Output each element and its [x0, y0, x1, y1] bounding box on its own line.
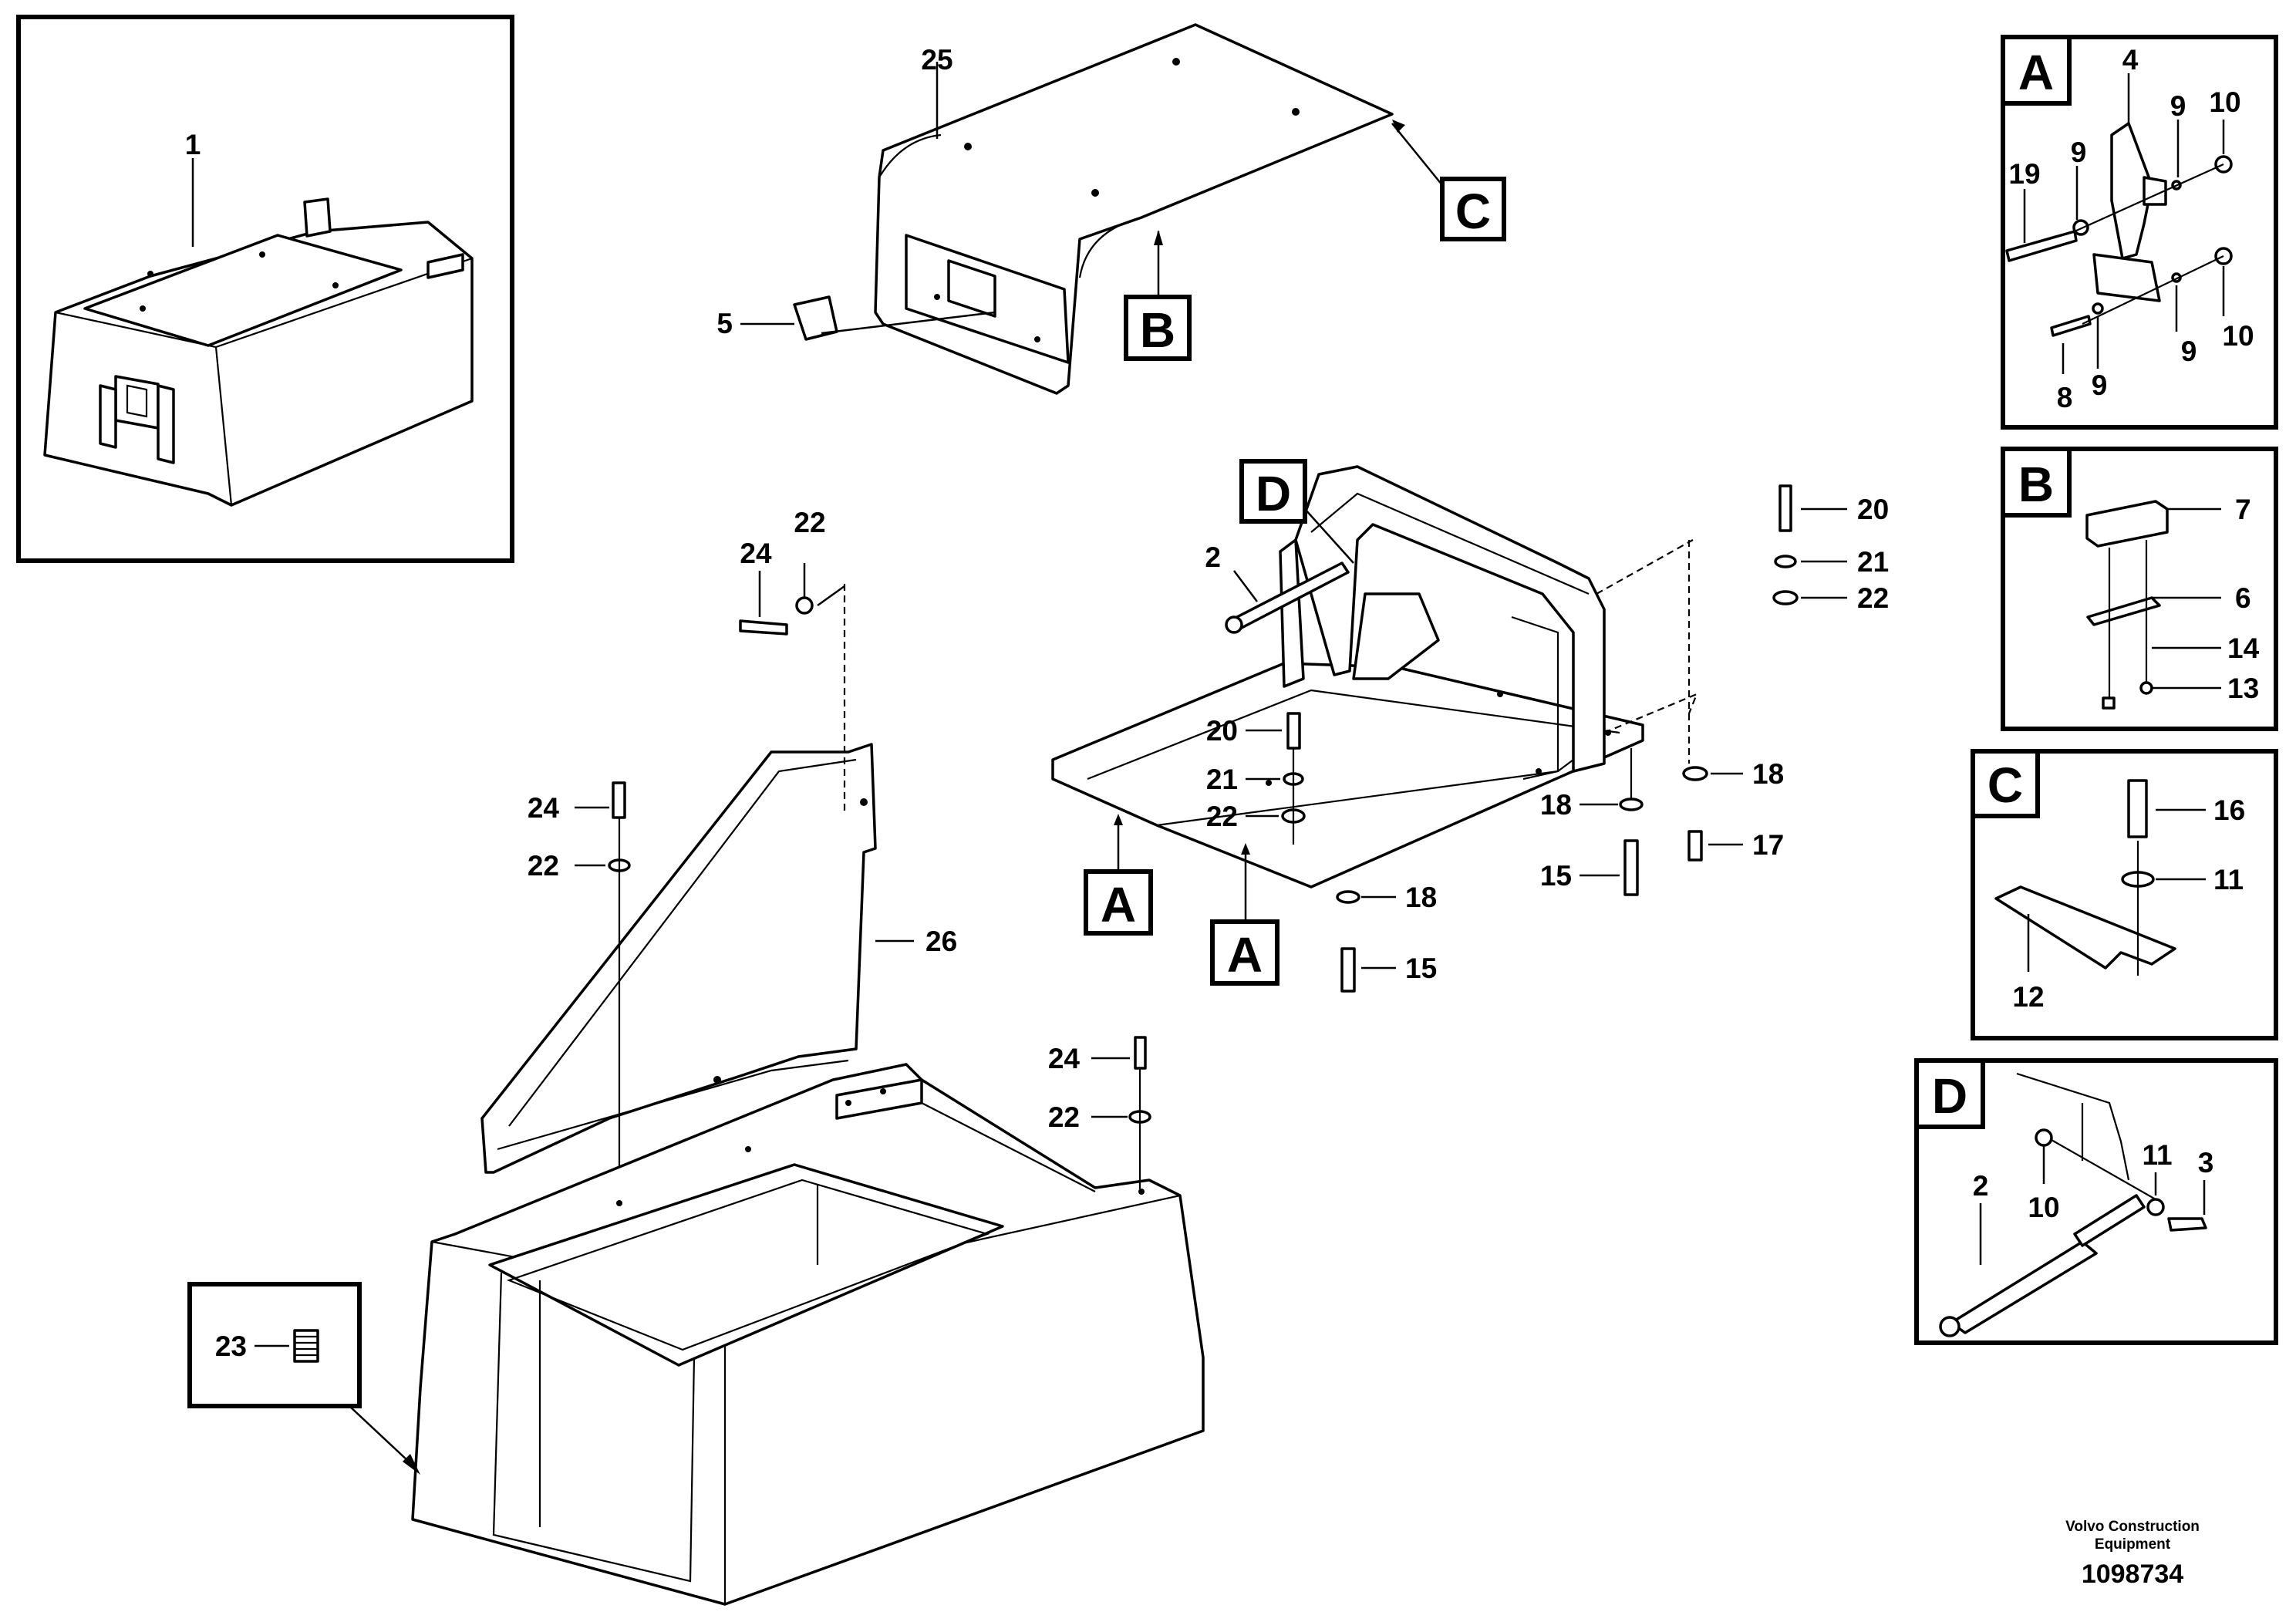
detail-b-label-13: 13 — [2227, 673, 2259, 704]
label-1: 1 — [185, 129, 201, 160]
detail-b-label-14: 14 — [2227, 632, 2260, 664]
label-20a: 20 — [1857, 494, 1889, 525]
detail-d-label-11: 11 — [2142, 1139, 2172, 1171]
label-18b: 18 — [1540, 789, 1572, 821]
top-cover-part: 25 5 C B — [716, 23, 1506, 395]
footer-drawing-number: 1098734 — [2082, 1560, 2183, 1589]
footer-company-line2: Equipment — [2095, 1536, 2171, 1553]
detail-d-title: D — [1932, 1068, 1967, 1124]
detail-b-label-6: 6 — [2235, 582, 2251, 614]
label-20b: 20 — [1206, 715, 1238, 747]
flag-c: C — [1455, 184, 1491, 239]
label-24b: 24 — [528, 792, 560, 824]
detail-a-panel: A 4 9 10 19 9 9 10 8 9 — [2001, 35, 2278, 430]
label-18a: 18 — [1405, 882, 1437, 913]
overview-panel: 1 — [16, 15, 514, 563]
label-22c: 22 — [1048, 1101, 1080, 1133]
detail-a-label-19: 19 — [2008, 158, 2040, 190]
flag-a2: A — [1227, 927, 1263, 983]
label-18c: 18 — [1752, 758, 1784, 790]
base-tank-part: 24 22 23 — [187, 1036, 1205, 1606]
detail-b-title: B — [2018, 457, 2054, 512]
detail-c-panel: C 16 11 12 — [1971, 749, 2278, 1040]
label-17: 17 — [1752, 829, 1784, 861]
label-24c: 24 — [1048, 1043, 1081, 1074]
detail-c-label-16: 16 — [2213, 794, 2245, 826]
label-24a: 24 — [740, 538, 772, 569]
label-2: 2 — [1205, 541, 1221, 573]
flag-d: D — [1256, 466, 1291, 521]
detail-c-title: C — [1988, 757, 2023, 813]
label-5: 5 — [716, 308, 733, 339]
side-panel-part: 26 24 22 24 22 — [480, 507, 957, 1203]
detail-d-label-2: 2 — [1973, 1170, 1989, 1202]
label-15b: 15 — [1540, 860, 1572, 892]
label-21a: 21 — [1857, 546, 1889, 578]
detail-a-title: A — [2018, 45, 2054, 100]
detail-c-label-12: 12 — [2012, 981, 2044, 1013]
detail-a-label-9c: 9 — [2181, 336, 2197, 367]
detail-a-label-8: 8 — [2057, 382, 2073, 413]
label-22e: 22 — [1206, 801, 1238, 832]
label-21b: 21 — [1206, 764, 1238, 795]
detail-a-label-10a: 10 — [2209, 86, 2240, 118]
label-26: 26 — [925, 926, 957, 957]
detail-a-label-9a: 9 — [2170, 90, 2186, 122]
detail-d-panel: D 2 10 11 3 — [1914, 1058, 2278, 1345]
support-frame-part: 2 D 20 21 22 20 21 22 18 17 — [1051, 459, 1889, 993]
label-22d: 22 — [1857, 582, 1889, 614]
detail-a-label-4: 4 — [2122, 44, 2139, 76]
detail-d-label-10: 10 — [2028, 1192, 2059, 1223]
footer-block: Volvo Construction Equipment 1098734 — [2065, 1519, 2200, 1589]
label-22b: 22 — [528, 850, 559, 882]
footer-company-line1: Volvo Construction — [2065, 1519, 2200, 1535]
detail-d-label-3: 3 — [2198, 1147, 2214, 1179]
flag-b: B — [1140, 302, 1175, 358]
detail-b-label-7: 7 — [2235, 494, 2251, 525]
detail-a-label-9b: 9 — [2071, 137, 2087, 168]
label-22a: 22 — [794, 507, 825, 538]
label-15a: 15 — [1405, 953, 1437, 984]
detail-b-panel: B 7 6 14 13 — [2001, 447, 2278, 731]
detail-c-label-11: 11 — [2213, 864, 2244, 895]
flag-a1: A — [1101, 877, 1136, 932]
label-23: 23 — [215, 1330, 247, 1362]
detail-a-label-10b: 10 — [2222, 320, 2254, 352]
detail-a-label-9d: 9 — [2092, 369, 2108, 401]
label-25: 25 — [921, 44, 952, 76]
